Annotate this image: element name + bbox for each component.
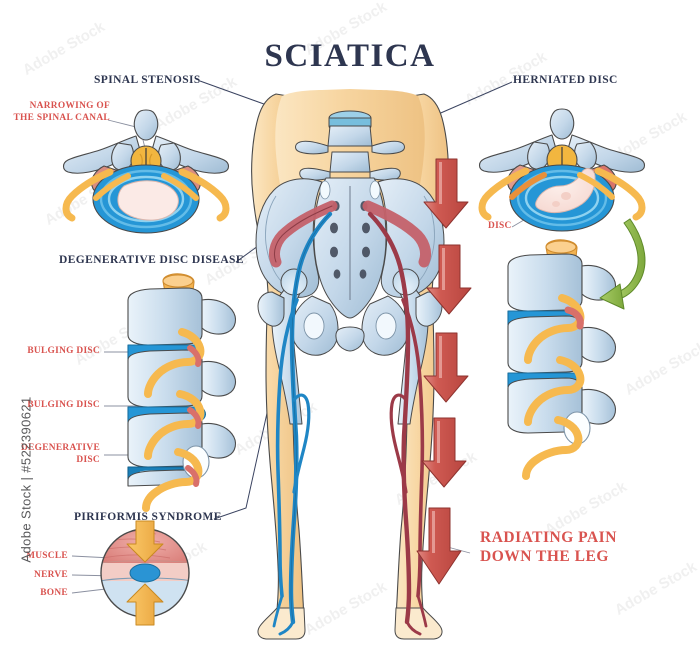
pain-arrow — [426, 244, 472, 315]
watermark-tile: Adobe Stock — [41, 168, 130, 229]
sciatic-nerve-right — [362, 200, 432, 636]
body-figure — [251, 89, 449, 640]
label-line-2: DISC — [76, 454, 100, 465]
sciatic-nerve-left — [268, 200, 338, 636]
label-bulging-disc-2: BULGING DISC — [27, 400, 100, 410]
heading-piriformis-syndrome: PIRIFORMIS SYNDROME — [74, 511, 222, 523]
pain-arrow — [421, 417, 467, 488]
label-line-2: DOWN THE LEG — [480, 548, 609, 565]
watermark-tile: Adobe Stock — [611, 558, 700, 619]
label-nerve: NERVE — [34, 570, 68, 580]
label-radiating-pain: RADIATING PAIN DOWN THE LEG — [480, 528, 617, 566]
compression-arrow-top — [126, 520, 164, 563]
compression-arrow-bottom — [126, 583, 164, 626]
heading-spinal-stenosis: SPINAL STENOSIS — [94, 74, 201, 86]
pain-arrow — [423, 158, 469, 229]
label-disc: DISC — [488, 221, 512, 231]
leader-lines — [199, 80, 513, 520]
spinal-stenosis-diagram — [62, 109, 230, 234]
watermark-tile: Adobe Stock — [521, 268, 610, 329]
watermark-tile: Adobe Stock — [391, 448, 480, 509]
page-title: SCIATICA — [264, 38, 436, 74]
label-line-2: THE SPINAL CANAL — [13, 112, 110, 123]
heading-herniated-disc: HERNIATED DISC — [513, 74, 618, 86]
radiating-pain-arrows — [416, 158, 472, 585]
label-muscle: MUSCLE — [26, 551, 68, 561]
pain-arrow — [423, 332, 469, 403]
watermark-tile: Adobe Stock — [621, 338, 700, 399]
watermark-tile: Adobe Stock — [301, 578, 390, 639]
watermark-tile: Adobe Stock — [71, 308, 160, 369]
label-line-1: NARROWING OF — [29, 101, 110, 111]
heading-degenerative-disc-disease: DEGENERATIVE DISC DISEASE — [59, 254, 244, 266]
watermark-tile: Adobe Stock — [231, 398, 320, 459]
green-curved-arrow[interactable] — [599, 218, 646, 310]
watermark-tile: Adobe Stock — [121, 538, 210, 599]
label-degenerative-disc: DEGENERATIVE DISC — [0, 443, 100, 466]
herniated-disc-diagram — [478, 108, 646, 232]
pain-arrow — [416, 507, 462, 585]
label-bone: BONE — [40, 588, 68, 598]
degenerative-disc-spine — [127, 273, 237, 512]
pelvis-skeleton — [255, 110, 445, 425]
label-line-1: RADIATING PAIN — [480, 529, 617, 546]
piriformis-diagram — [100, 520, 190, 626]
watermark-tile: Adobe Stock — [371, 178, 460, 239]
watermark-adobe-stock: Adobe Stock | #522390621 — [18, 396, 34, 563]
watermark-tile: Adobe Stock — [601, 108, 690, 169]
label-bulging-disc-1: BULGING DISC — [27, 346, 100, 356]
label-line-1: DEGENERATIVE — [21, 443, 100, 453]
label-narrowing-of-spinal-canal: NARROWING OF THE SPINAL CANAL — [0, 101, 110, 124]
lateral-spine-diagram — [507, 239, 617, 480]
